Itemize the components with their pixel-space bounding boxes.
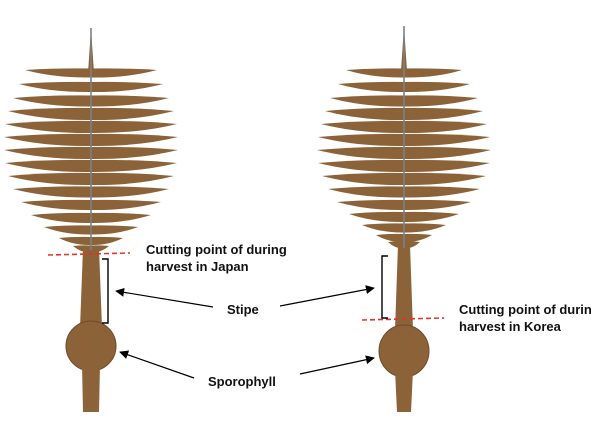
leaflet-left xyxy=(8,172,91,186)
leaflet-right xyxy=(404,120,487,134)
leaflet-right xyxy=(91,172,174,186)
leaflet-left xyxy=(44,225,91,235)
blade-left xyxy=(4,28,178,253)
sporophyll-right xyxy=(378,324,430,378)
leaflet-left xyxy=(59,236,91,246)
leaflet-left xyxy=(8,107,91,121)
leaflet-right xyxy=(404,133,490,147)
leaflet-right xyxy=(91,81,163,93)
leaflet-right xyxy=(404,223,446,233)
leaflet-left xyxy=(338,81,404,93)
korea-cut-label-line1: Cutting point of durin xyxy=(459,302,592,317)
blade-right xyxy=(317,26,491,249)
korea-cut-line xyxy=(361,317,445,321)
leaflet-left xyxy=(5,120,91,134)
stipe-bracket-left xyxy=(102,258,109,324)
leaflet-right xyxy=(91,159,177,173)
leaflet-left xyxy=(362,223,404,233)
stipe-base-left xyxy=(82,364,100,412)
sporophyll-arrow-right xyxy=(299,355,375,375)
leaflet-right xyxy=(404,199,471,211)
leaflet-right xyxy=(404,81,470,93)
leaflet-left xyxy=(13,186,91,198)
leaflet-right xyxy=(404,107,483,121)
leaflet-right xyxy=(91,95,169,107)
leaflet-left xyxy=(325,107,404,121)
leaflet-right xyxy=(91,107,174,121)
leaflet-left xyxy=(19,81,91,93)
leaflet-right xyxy=(404,146,491,160)
leaflet-left xyxy=(321,120,404,134)
korea-cut-label-line2: harvest in Korea xyxy=(459,319,561,334)
leaflet-right xyxy=(404,95,478,107)
stipe-arrow-right xyxy=(279,285,375,307)
stipe-arrow-left xyxy=(115,287,214,308)
plant-left xyxy=(4,28,178,412)
leaflet-left xyxy=(25,68,91,78)
leaflet-left xyxy=(376,233,404,243)
sporophyll-left xyxy=(65,320,117,372)
leaflet-left xyxy=(318,159,404,173)
sporophyll-arrow-left xyxy=(119,350,195,379)
leaflet-left xyxy=(322,172,404,186)
stipe-bracket-right xyxy=(381,255,388,319)
leaflet-right xyxy=(404,68,462,78)
leaflet-left xyxy=(4,146,91,160)
leaflet-left xyxy=(337,199,404,211)
japan-cut-label-line2: harvest in Japan xyxy=(146,259,249,274)
stipe-base-right xyxy=(395,370,413,412)
leaflet-right xyxy=(91,236,123,246)
leaflet-right xyxy=(404,159,490,173)
leaflet-right xyxy=(404,233,432,243)
leaflet-left xyxy=(4,133,91,147)
leaflet-left xyxy=(5,159,91,173)
japan-cut-label-line1: Cutting point of during xyxy=(146,242,287,257)
leaflet-left xyxy=(346,68,404,78)
leaflet-right xyxy=(404,186,480,198)
plant-right xyxy=(317,26,491,412)
leaflet-left xyxy=(330,95,404,107)
leaflet-right xyxy=(91,68,157,78)
leaflet-left xyxy=(31,212,91,224)
leaflet-left xyxy=(21,199,91,211)
leaflet-right xyxy=(404,211,459,223)
leaflet-left xyxy=(349,211,404,223)
leaflet-right xyxy=(91,199,161,211)
leaflet-right xyxy=(91,146,178,160)
leaflet-right xyxy=(91,120,177,134)
japan-cut-line xyxy=(47,252,131,256)
leaflet-left xyxy=(13,95,91,107)
leaflet-left xyxy=(317,146,404,160)
leaflet-right xyxy=(91,133,178,147)
leaflet-right xyxy=(404,172,486,186)
leaflet-right xyxy=(91,212,151,224)
stipe-label: Stipe xyxy=(227,302,259,317)
leaflet-right xyxy=(91,186,169,198)
leaflet-left xyxy=(318,133,404,147)
leaflet-left xyxy=(328,186,404,198)
leaflet-right xyxy=(91,225,138,235)
sporophyll-label: Sporophyll xyxy=(208,374,276,389)
stipe-left xyxy=(80,248,102,328)
stipe-right xyxy=(395,245,413,330)
